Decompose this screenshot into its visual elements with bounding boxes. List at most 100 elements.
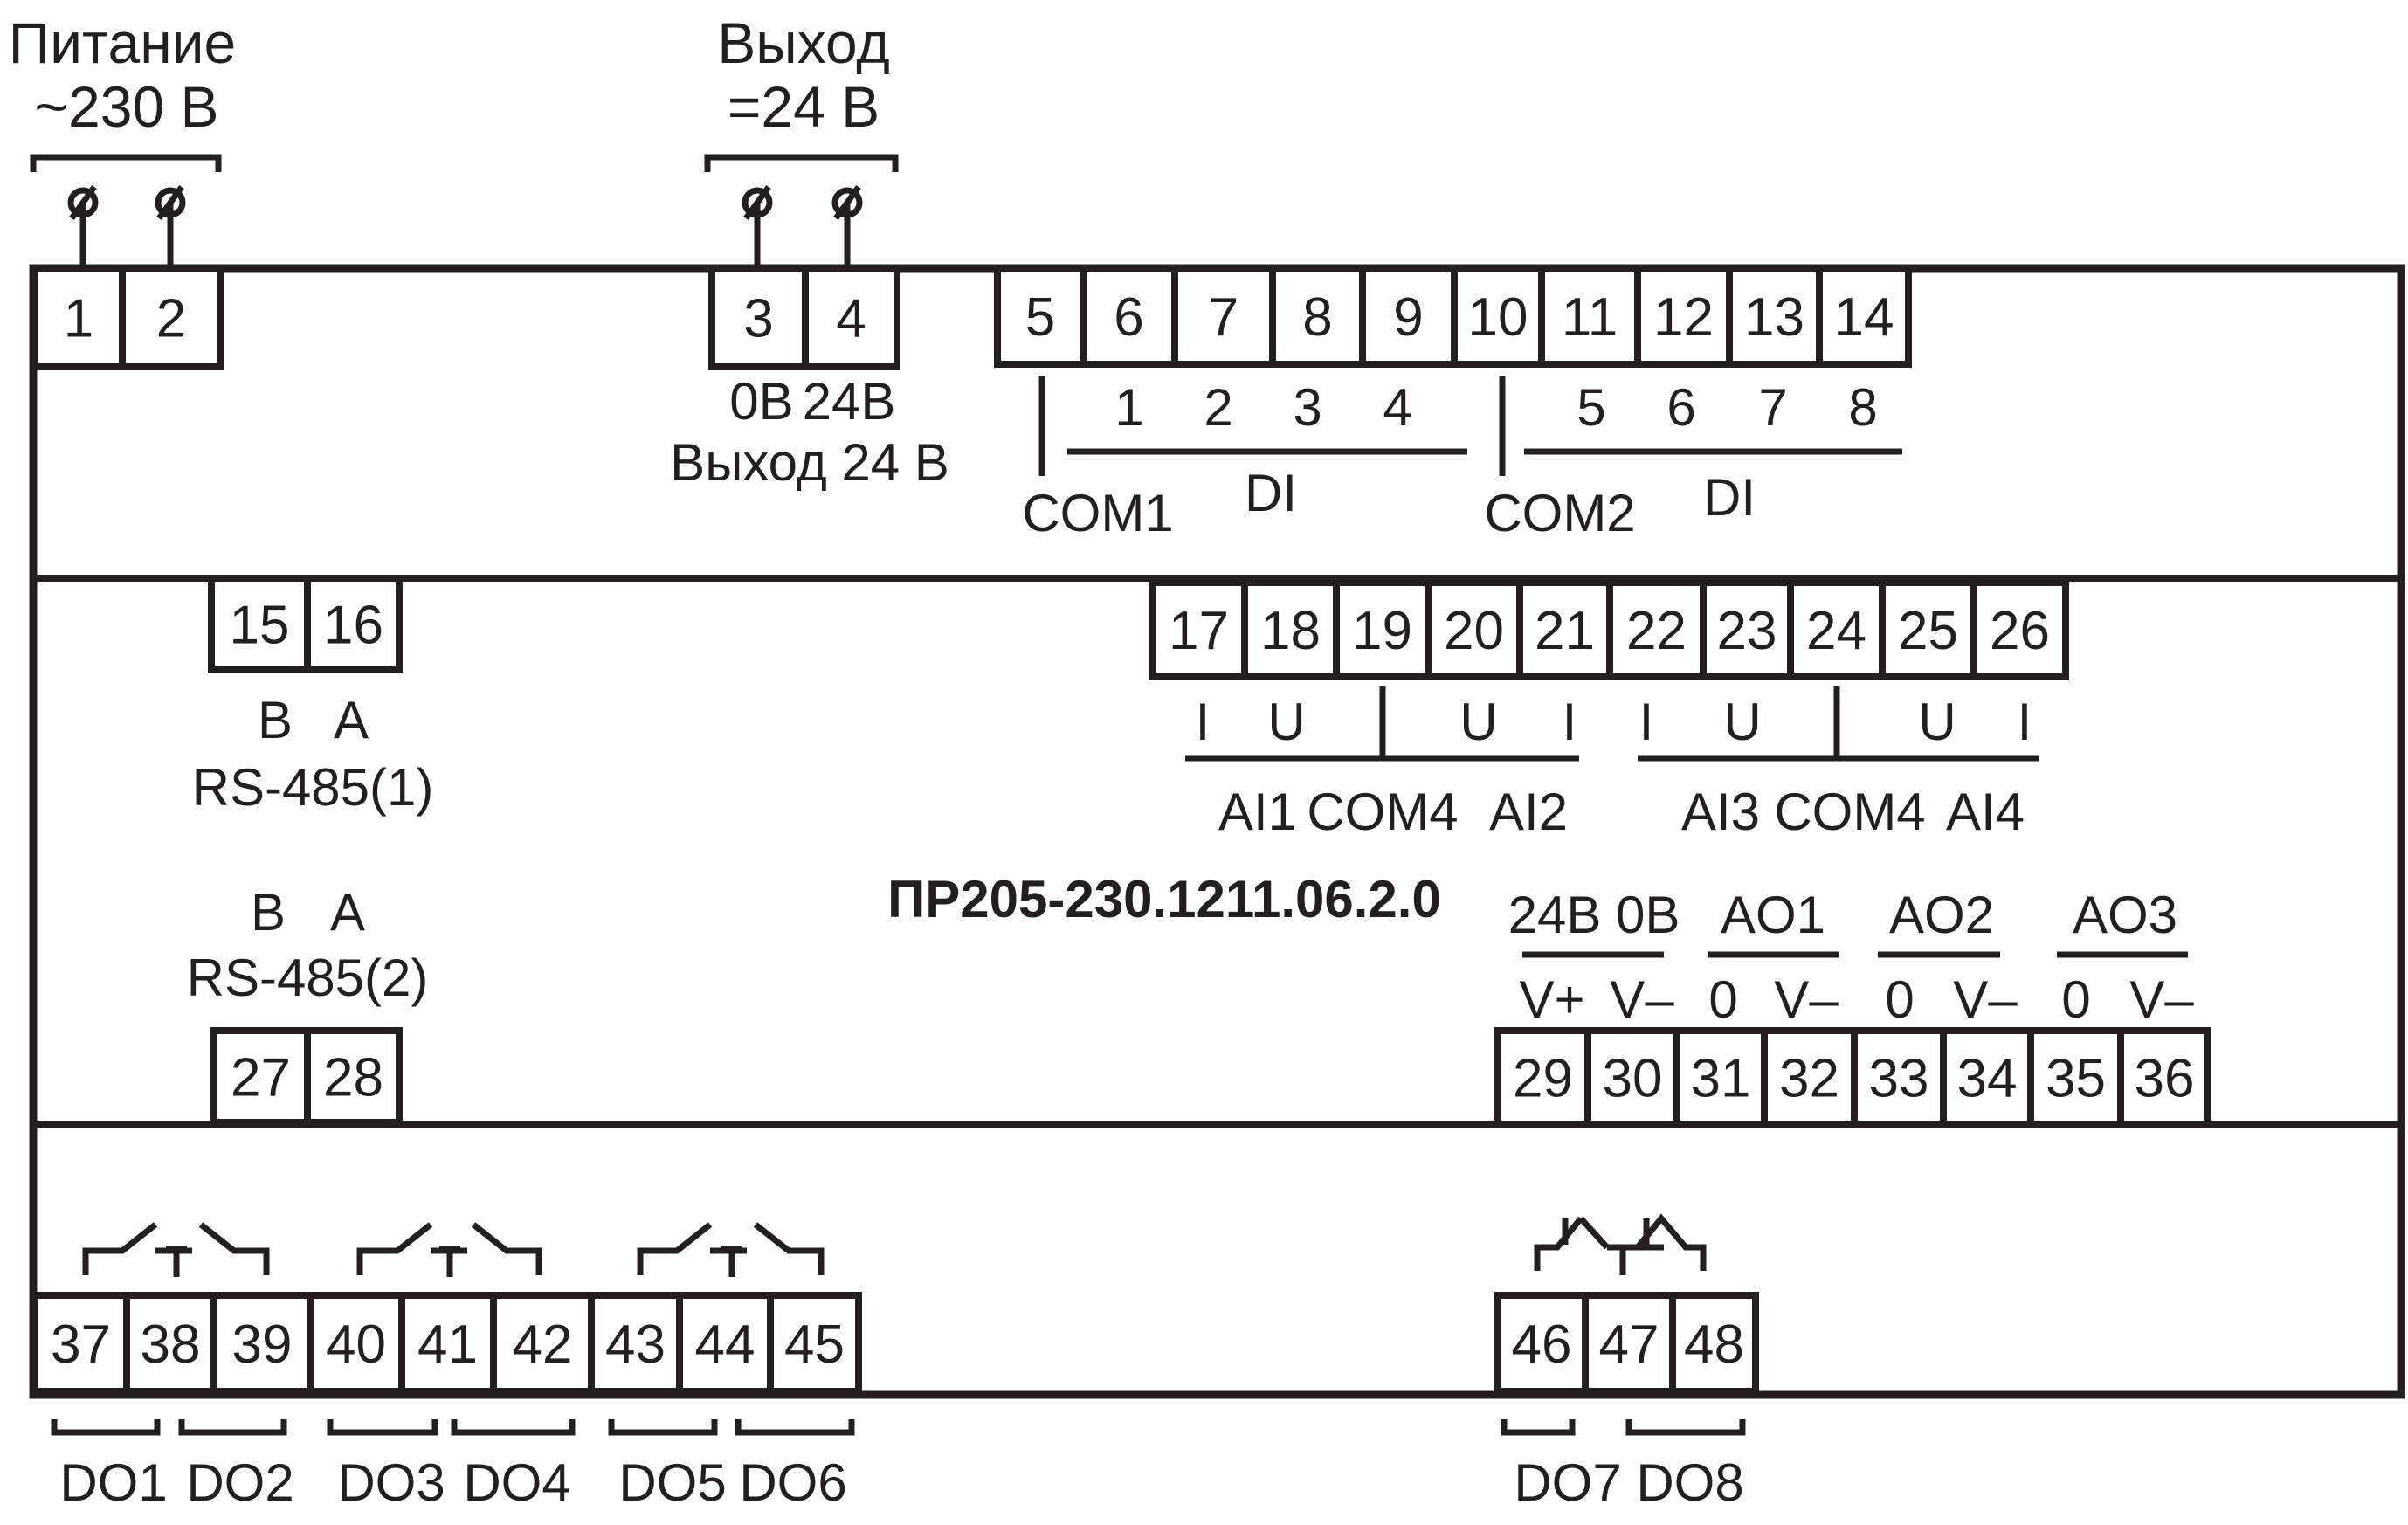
ao-pin-label: V– xyxy=(1610,970,1674,1029)
terminal-cell xyxy=(2117,1027,2211,1128)
terminal-cell xyxy=(1584,1027,1680,1128)
terminal-1: 1 xyxy=(31,265,126,370)
terminal-36: 36 xyxy=(2117,1027,2211,1128)
do-label: DO8 xyxy=(1636,1453,1743,1512)
terminal-cell xyxy=(304,1027,403,1126)
do-label: DO5 xyxy=(618,1453,726,1512)
terminal-number: 30 xyxy=(1603,1049,1663,1109)
terminal-number: 36 xyxy=(2135,1049,2195,1109)
terminal-28: 28 xyxy=(304,1027,403,1126)
terminal-cell xyxy=(1726,265,1823,368)
terminal-number: 12 xyxy=(1653,287,1714,348)
di-number: 3 xyxy=(1293,378,1321,437)
ai-group-label: COM4 xyxy=(1307,783,1458,841)
relay-contact-icon xyxy=(637,1222,825,1277)
model-name: ПР205-230.1211.06.2.0 xyxy=(887,870,1441,928)
ai-pin-label: I xyxy=(1639,693,1654,751)
terminal-22: 22 xyxy=(1606,579,1707,680)
terminal-37: 37 xyxy=(31,1292,130,1395)
terminal-cell xyxy=(1359,265,1458,368)
terminal-number: 18 xyxy=(1260,601,1321,661)
ai-pin-label: I xyxy=(2018,693,2032,751)
terminal-14: 14 xyxy=(1816,265,1912,368)
terminal-45: 45 xyxy=(767,1292,862,1395)
do-label: DO6 xyxy=(739,1453,846,1512)
rs485-1-caption: RS-485(1) xyxy=(192,758,434,817)
terminal-number: 44 xyxy=(695,1315,756,1375)
terminal-11: 11 xyxy=(1538,265,1641,368)
terminal-number: 22 xyxy=(1626,601,1687,661)
rs485-1-a: A xyxy=(334,691,369,749)
screw-icon xyxy=(831,184,863,221)
di-label-1: DI xyxy=(1245,464,1297,522)
terminal-number: 21 xyxy=(1535,601,1595,661)
terminal-48: 48 xyxy=(1669,1292,1759,1395)
do-brackets xyxy=(51,1419,1746,1436)
terminal-30: 30 xyxy=(1584,1027,1680,1128)
terminal-number: 48 xyxy=(1684,1315,1744,1375)
transistor-switch-icon xyxy=(1534,1213,1707,1275)
ai-group-label: AI2 xyxy=(1489,783,1568,841)
terminal-number: 25 xyxy=(1898,601,1958,661)
terminal-number: 35 xyxy=(2046,1049,2106,1109)
screw-icon xyxy=(742,184,773,221)
di-number: 1 xyxy=(1114,378,1143,437)
do-label: DO4 xyxy=(463,1453,570,1512)
out24-caption: Выход 24 В xyxy=(670,433,949,492)
terminal-33: 33 xyxy=(1851,1027,1947,1128)
ao-group-label: AO2 xyxy=(1889,886,1994,944)
terminal-17: 17 xyxy=(1149,579,1248,680)
terminal-5: 5 xyxy=(994,265,1087,368)
ao-group-label: AO1 xyxy=(1721,886,1825,944)
terminal-26: 26 xyxy=(1970,579,2069,680)
ao-pin-label: V– xyxy=(2129,970,2194,1029)
ai-pin-label: U xyxy=(1459,693,1497,751)
terminal-number: 6 xyxy=(1114,287,1143,348)
terminal-number: 32 xyxy=(1779,1049,1839,1109)
do-label: DO1 xyxy=(59,1453,167,1512)
terminal-44: 44 xyxy=(676,1292,774,1395)
power-title: Питание xyxy=(9,10,237,75)
terminal-34: 34 xyxy=(1940,1027,2034,1128)
ao-pin-label: V– xyxy=(1774,970,1839,1029)
terminal-number: 26 xyxy=(1990,601,2050,661)
terminal-number: 42 xyxy=(513,1315,573,1375)
terminal-number: 19 xyxy=(1352,601,1412,661)
do-label: DO3 xyxy=(337,1453,445,1512)
rs485-2-a: A xyxy=(330,883,365,942)
terminal-13: 13 xyxy=(1726,265,1823,368)
terminal-cell xyxy=(1816,265,1912,368)
terminal-21: 21 xyxy=(1516,579,1613,680)
terminal-cell xyxy=(802,265,900,370)
terminal-31: 31 xyxy=(1673,1027,1768,1128)
terminal-cell xyxy=(119,265,224,370)
output-connector xyxy=(704,154,899,268)
terminal-4: 4 xyxy=(802,265,900,370)
terminal-number: 33 xyxy=(1869,1049,1929,1109)
terminal-number: 2 xyxy=(156,289,186,349)
terminal-3: 3 xyxy=(708,265,809,370)
terminal-12: 12 xyxy=(1634,265,1733,368)
di-number: 2 xyxy=(1204,378,1232,437)
terminal-10: 10 xyxy=(1451,265,1545,368)
terminal-7: 7 xyxy=(1171,265,1276,368)
terminal-number: 20 xyxy=(1444,601,1504,661)
terminal-46: 46 xyxy=(1494,1292,1589,1395)
terminal-8: 8 xyxy=(1269,265,1366,368)
power-voltage: ~230 В xyxy=(34,74,218,139)
di-number: 8 xyxy=(1848,378,1877,437)
do-label: DO2 xyxy=(186,1453,293,1512)
ai-pin-label: U xyxy=(1918,693,1956,751)
terminal-35: 35 xyxy=(2027,1027,2124,1128)
terminal-cell xyxy=(1669,1292,1759,1395)
terminal-number: 15 xyxy=(230,596,290,656)
ao-group-label: 24В 0В xyxy=(1508,886,1680,944)
out24-zero: 0В xyxy=(729,372,793,431)
terminal-40: 40 xyxy=(307,1292,405,1395)
di-number: 5 xyxy=(1577,378,1605,437)
rs485-1-b: B xyxy=(258,691,293,749)
ao-pin-label: 0 xyxy=(1885,970,1914,1029)
